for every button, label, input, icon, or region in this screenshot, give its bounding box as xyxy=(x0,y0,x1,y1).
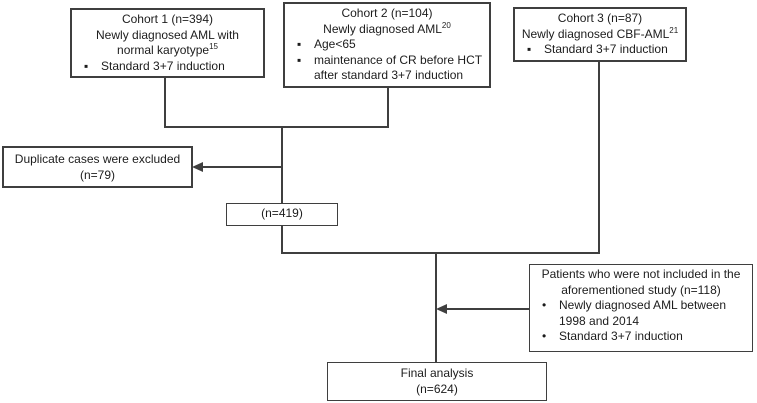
cohort-3-reference-superscript: 21 xyxy=(669,25,679,35)
bullet-line: Age<65 xyxy=(314,37,356,51)
cohort-3-desc-line1-text: Newly diagnosed CBF-AML xyxy=(521,26,670,41)
connector-cohort1-2-join xyxy=(164,126,389,128)
square-bullet-icon: ▪ xyxy=(527,42,532,56)
cohort-1-desc-line2-text: normal karyotype xyxy=(117,43,210,57)
final-analysis-count: (n=624) xyxy=(416,381,458,396)
cohort-2-desc-line1: Newly diagnosed AML20 xyxy=(285,20,489,38)
bullet-line: Standard 3+7 induction xyxy=(101,58,225,73)
bullet-line: Newly diagnosed AML between xyxy=(559,298,726,312)
merged-cohorts-count-box: (n=419) xyxy=(226,203,338,226)
arrowhead-left-icon xyxy=(436,304,447,314)
bullet-line: after standard 3+7 induction xyxy=(314,68,464,82)
cohort-1-title: Cohort 1 (n=394) xyxy=(121,12,214,26)
bullet-line: Standard 3+7 induction xyxy=(559,329,683,343)
cohort-3-box: Cohort 3 (n=87) Newly diagnosed CBF-AML2… xyxy=(513,7,687,62)
cohort-3-bullet-item: ▪ Standard 3+7 induction xyxy=(515,42,685,58)
cohort-2-reference-superscript: 20 xyxy=(441,20,451,30)
connector-cohort2-down xyxy=(387,88,389,127)
cohort-1-bullet-item: ▪ Standard 3+7 induction xyxy=(72,59,263,75)
cohort-1-reference-superscript: 15 xyxy=(209,42,218,51)
connector-cohort3-down xyxy=(598,62,600,253)
arrow-from-not-included-line xyxy=(446,308,529,310)
cohort-2-desc-line1-text: Newly diagnosed AML xyxy=(323,21,442,36)
connector-to-merged-box xyxy=(281,127,283,203)
excluded-line1: Duplicate cases were excluded xyxy=(14,152,181,166)
cohort-1-box: Cohort 1 (n=394) Newly diagnosed AML wit… xyxy=(70,8,265,78)
square-bullet-icon: ▪ xyxy=(297,37,302,51)
connector-merged-cohort3-join xyxy=(281,252,600,254)
merged-count-label: (n=419) xyxy=(261,206,303,220)
bullet-line: maintenance of CR before HCT xyxy=(314,52,483,67)
cohort-2-bullet-item: ▪ Age<65 xyxy=(285,37,489,53)
not-included-line1: Patients who were not included in the xyxy=(541,267,741,281)
cohort-2-bullet-item: ▪ maintenance of CR before HCT after sta… xyxy=(285,53,489,84)
excluded-cases-box: Duplicate cases were excluded (n=79) xyxy=(2,146,193,188)
cohort-3-title: Cohort 3 (n=87) xyxy=(557,11,643,25)
square-bullet-icon: ▪ xyxy=(84,58,89,73)
not-included-bullet-text: Standard 3+7 induction xyxy=(559,329,752,345)
final-analysis-box: Final analysis (n=624) xyxy=(327,362,547,401)
cohort-3-desc-line1: Newly diagnosed CBF-AML21 xyxy=(515,25,685,43)
round-bullet-icon: • xyxy=(542,298,547,312)
cohort-1-desc-line2: normal karyotype15 xyxy=(72,43,263,59)
connector-cohort1-down xyxy=(164,78,166,127)
not-included-bullet-item: • Newly diagnosed AML between 1998 and 2… xyxy=(530,298,752,329)
cohort-2-box: Cohort 2 (n=104) Newly diagnosed AML20 ▪… xyxy=(283,2,491,88)
cohort-1-bullet-text: Standard 3+7 induction xyxy=(101,59,263,75)
cohort-1-desc-line1: Newly diagnosed AML with xyxy=(96,27,239,42)
arrow-to-excluded-box-line xyxy=(202,166,282,168)
not-included-line2: aforementioned study (n=118) xyxy=(561,282,721,297)
square-bullet-icon: ▪ xyxy=(297,52,302,67)
not-included-bullet-text: Newly diagnosed AML between 1998 and 201… xyxy=(559,298,752,329)
not-included-patients-box: Patients who were not included in the af… xyxy=(529,264,753,352)
arrowhead-left-icon xyxy=(192,162,203,172)
bullet-line: 1998 and 2014 xyxy=(559,313,640,328)
excluded-count: (n=79) xyxy=(79,167,116,182)
cohort-2-bullet-text: maintenance of CR before HCT after stand… xyxy=(314,53,489,84)
connector-merged-down xyxy=(281,226,283,253)
cohort-3-bullet-text: Standard 3+7 induction xyxy=(544,42,685,58)
not-included-bullet-item: • Standard 3+7 induction xyxy=(530,329,752,345)
final-analysis-title: Final analysis xyxy=(400,366,474,380)
round-bullet-icon: • xyxy=(542,329,547,343)
cohort-2-title: Cohort 2 (n=104) xyxy=(341,6,433,20)
cohort-2-bullet-text: Age<65 xyxy=(314,37,489,53)
bullet-line: Standard 3+7 induction xyxy=(544,42,668,56)
